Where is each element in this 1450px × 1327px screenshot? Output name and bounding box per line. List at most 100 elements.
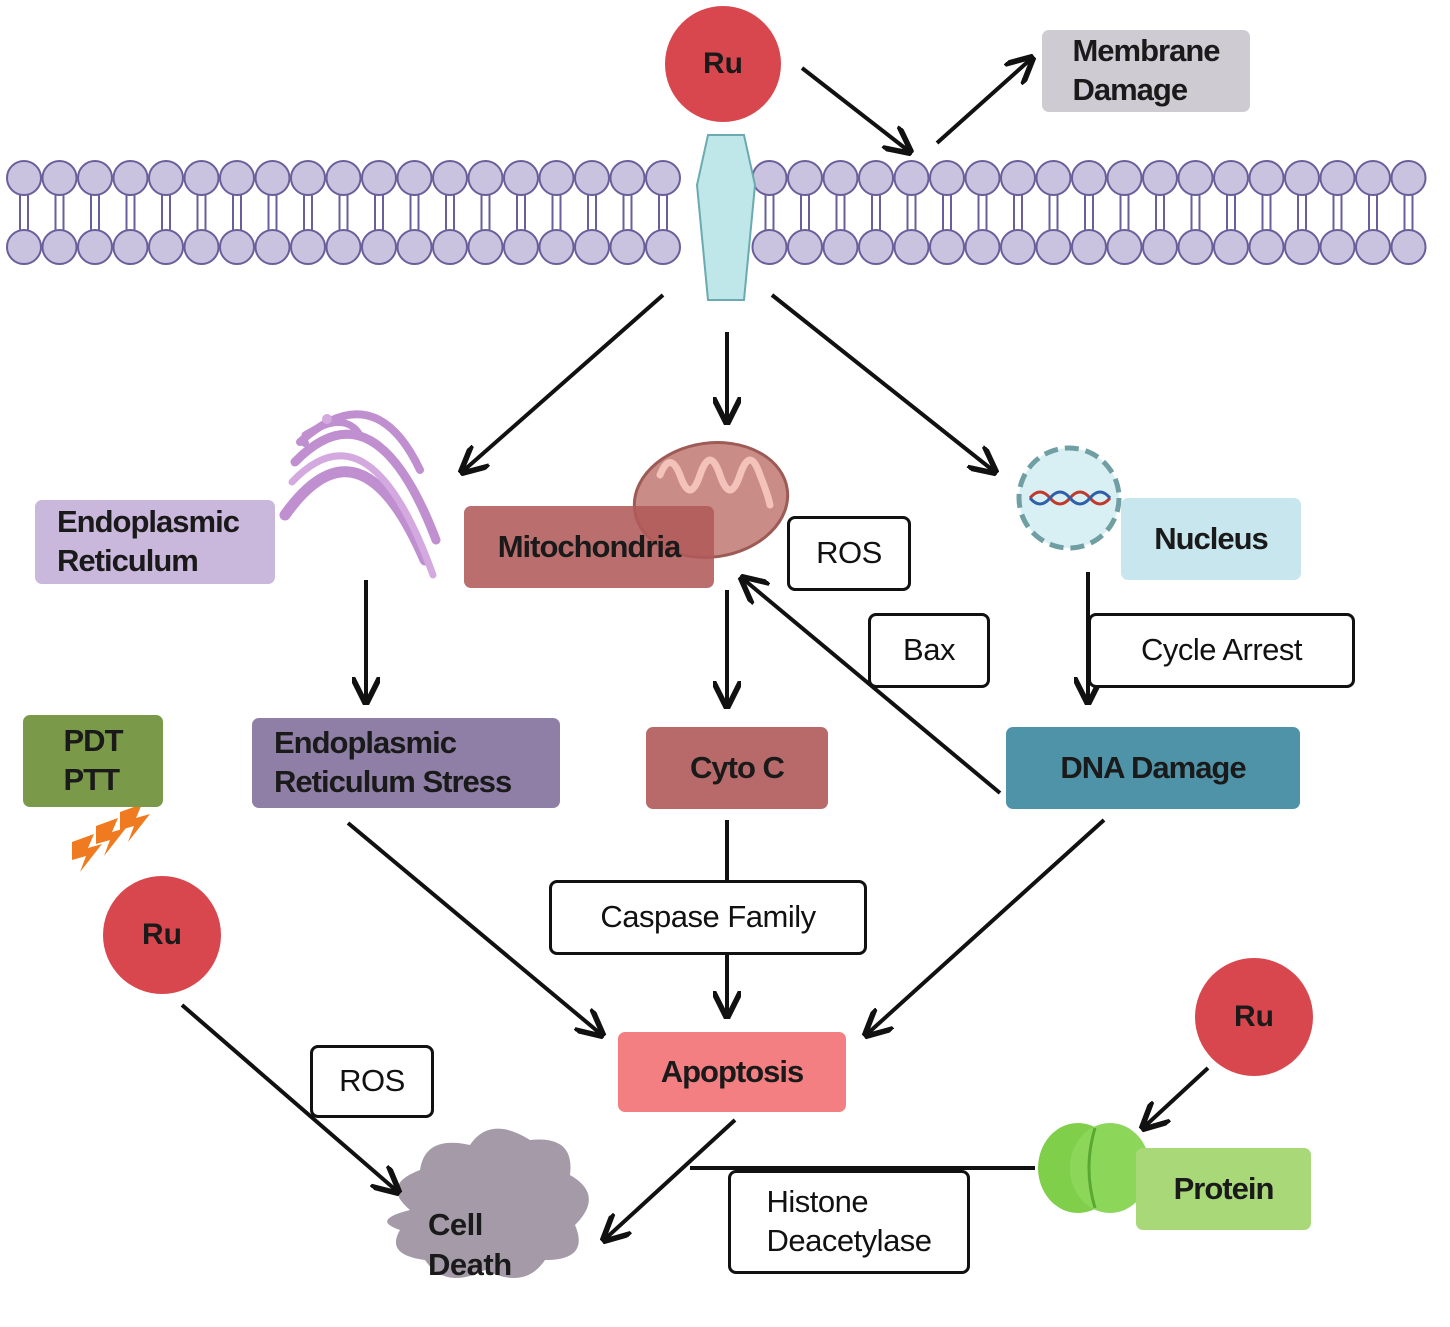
- lipid-head: [432, 229, 468, 265]
- cycle-arrest-label: Cycle Arrest: [1088, 613, 1355, 688]
- membrane-channel: [695, 134, 757, 301]
- lipid-head: [1284, 160, 1320, 196]
- lipid-head: [1213, 229, 1249, 265]
- arrow-ru-to-protein: [1143, 1066, 1210, 1128]
- ros-mito-label: ROS: [787, 516, 911, 591]
- lipid-head: [1000, 229, 1036, 265]
- nucleus-text: Nucleus: [1154, 520, 1269, 556]
- lipid-head: [1284, 229, 1320, 265]
- lipid-head: [396, 229, 433, 265]
- lipid-tail: [977, 195, 988, 230]
- lipid-head: [609, 160, 646, 196]
- lipid-tail: [587, 195, 597, 230]
- er-stress-box: Endoplasmic Reticulum Stress: [252, 718, 560, 808]
- lipid-head: [432, 160, 468, 196]
- lipid-tail: [54, 195, 65, 230]
- lipid-head: [396, 160, 433, 196]
- cell-membrane: [6, 160, 1427, 265]
- lipid-head: [1213, 160, 1249, 196]
- lipid-head: [254, 160, 291, 196]
- mitochondria-text: Mitochondria: [497, 528, 682, 564]
- lipid-head: [1035, 160, 1072, 196]
- lipid-head: [1177, 160, 1214, 196]
- lipid-tail: [161, 195, 171, 230]
- lipid-head: [112, 229, 149, 265]
- lipid-head: [183, 229, 220, 265]
- lipid-tail: [1403, 195, 1414, 230]
- er-organelle-icon: [279, 410, 441, 579]
- lipid-head: [538, 160, 575, 196]
- lipid-head: [822, 160, 859, 196]
- lipid-head: [290, 229, 326, 265]
- lipid-tail: [1261, 195, 1272, 230]
- lipid-head: [1390, 229, 1427, 265]
- lipid-head: [1319, 229, 1356, 265]
- lipid-head: [219, 160, 255, 196]
- lipid-tail: [1013, 195, 1023, 230]
- cyto-c-text: Cyto C: [690, 749, 785, 785]
- lipid-head: [1106, 160, 1143, 196]
- lipid-tail: [19, 195, 29, 230]
- cell-death-cloud: [387, 1128, 589, 1278]
- lipid-head: [574, 229, 610, 265]
- arrow-apoptosis-to-death: [604, 1118, 737, 1240]
- lipid-head: [929, 229, 965, 265]
- lipid-tail: [658, 195, 668, 230]
- dna-damage-text: DNA Damage: [1060, 749, 1246, 785]
- lipid-head: [183, 160, 220, 196]
- lipid-tail: [196, 195, 207, 230]
- lipid-tail: [480, 195, 491, 230]
- lipid-head: [6, 160, 42, 196]
- caspase-family-label: Caspase Family: [549, 880, 867, 955]
- lipid-head: [787, 229, 823, 265]
- arrow-dna-to-apoptosis: [866, 818, 1106, 1035]
- lipid-head: [361, 160, 397, 196]
- lipid-tail: [1155, 195, 1165, 230]
- lipid-head: [467, 160, 504, 196]
- lipid-head: [254, 229, 291, 265]
- lipid-head: [645, 229, 681, 265]
- ros-death-label: ROS: [310, 1045, 434, 1118]
- arrow-to-er: [462, 293, 665, 472]
- lipid-head: [361, 229, 397, 265]
- lipid-head: [645, 160, 681, 196]
- lipid-head: [1355, 160, 1391, 196]
- ru-complex-right: Ru: [1195, 958, 1313, 1076]
- lipid-head: [503, 229, 539, 265]
- lipid-head: [1355, 229, 1391, 265]
- histone-deacetylase-label: Histone Deacetylase: [728, 1170, 970, 1274]
- lipid-tail: [125, 195, 136, 230]
- arrow-ru-to-death: [180, 1003, 398, 1192]
- lipid-head: [148, 160, 184, 196]
- lipid-head: [1106, 229, 1143, 265]
- lipid-head: [574, 160, 610, 196]
- lipid-tail: [835, 195, 846, 230]
- lipid-head: [325, 160, 362, 196]
- lipid-head: [1142, 229, 1178, 265]
- lipid-head: [1142, 160, 1178, 196]
- lipid-tail: [800, 195, 810, 230]
- er-box: Endoplasmic Reticulum: [35, 500, 275, 584]
- cycle-arrest-text: Cycle Arrest: [1140, 632, 1303, 668]
- bax-label: Bax: [868, 613, 990, 688]
- lipid-tail: [871, 195, 881, 230]
- lipid-tail: [1297, 195, 1307, 230]
- arrow-to-membrane-damage: [935, 58, 1032, 145]
- lipid-tail: [1048, 195, 1059, 230]
- lipid-tail: [551, 195, 562, 230]
- lipid-tail: [232, 195, 242, 230]
- lipid-head: [467, 229, 504, 265]
- er-stress-text: Endoplasmic Reticulum Stress: [274, 725, 512, 799]
- lipid-head: [77, 160, 113, 196]
- lipid-head: [893, 229, 930, 265]
- protein-icon: [1038, 1123, 1150, 1213]
- lipid-head: [6, 229, 42, 265]
- lipid-tail: [374, 195, 384, 230]
- lipid-head: [858, 160, 894, 196]
- lipid-tail: [516, 195, 526, 230]
- lipid-tail: [1190, 195, 1201, 230]
- nucleus-icon: [1016, 445, 1122, 551]
- lipid-head: [290, 160, 326, 196]
- ros-death-text: ROS: [339, 1063, 405, 1099]
